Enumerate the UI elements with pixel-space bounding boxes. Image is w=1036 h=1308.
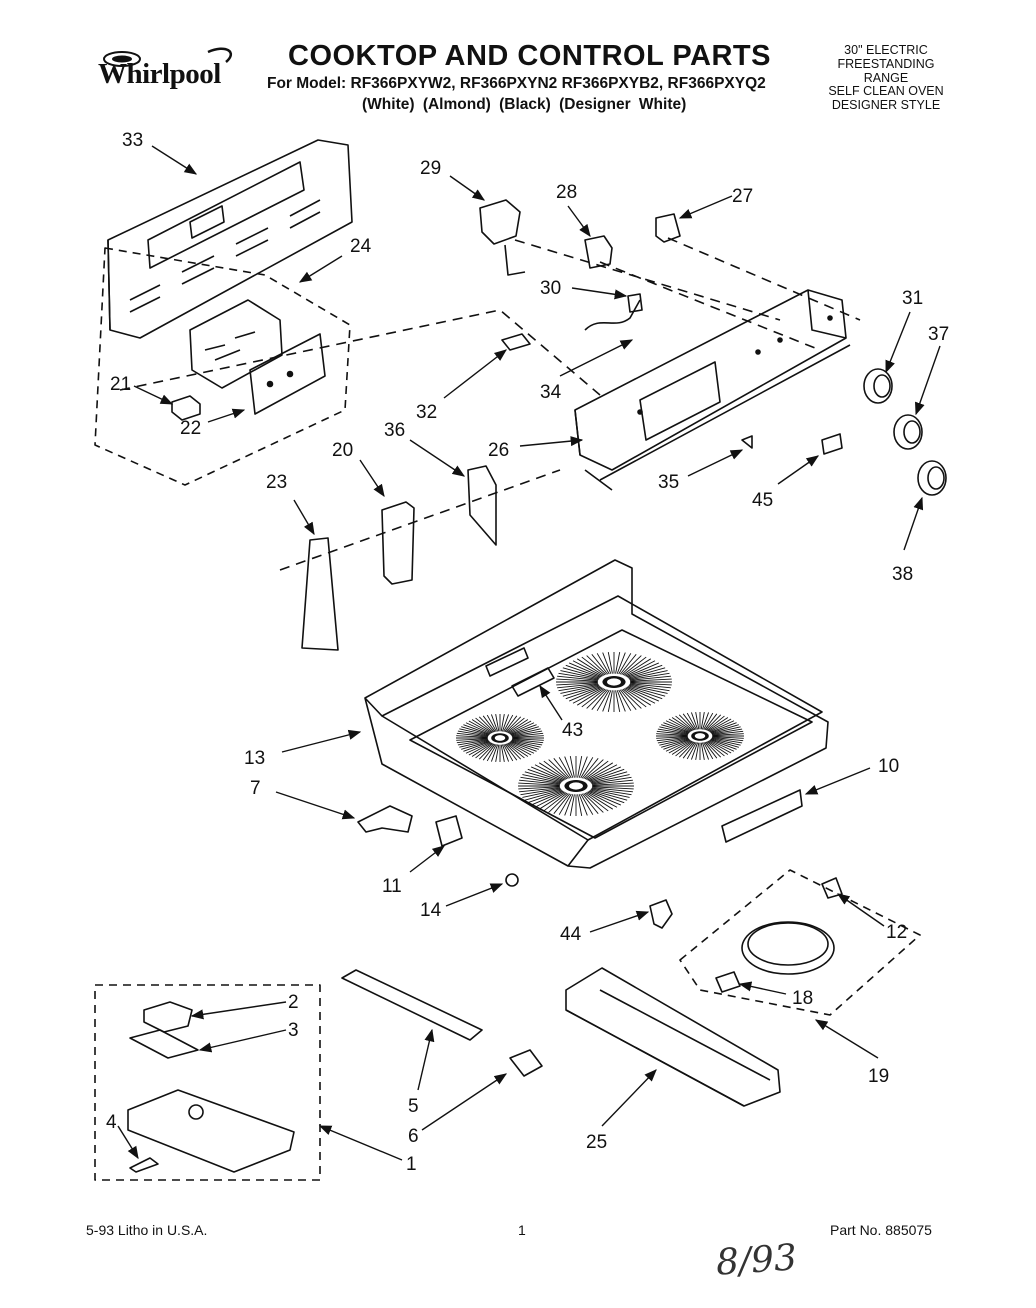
callout-37: 37 [928,324,949,345]
callout-36: 36 [384,420,405,441]
callout-labels: 33 24 21 22 23 20 36 29 28 27 30 34 32 2… [106,130,949,1175]
callout-32: 32 [416,402,437,423]
callout-22: 22 [180,418,201,439]
side-bracket-part [301,537,339,651]
clip-part [171,395,201,421]
callout-11: 11 [382,876,402,897]
knob-31-part [863,368,893,404]
bracket-36-part [467,465,497,546]
callout-28: 28 [556,182,577,203]
callout-19: 19 [868,1066,889,1087]
callout-26: 26 [488,440,509,461]
color-line: (White) (Almond) (Black) (Designer White… [362,96,687,113]
part-2 [143,1001,193,1033]
bracket-7-part [357,805,413,833]
spec-line: DESIGNER STYLE [831,98,941,113]
part-3 [129,1029,199,1059]
handwritten-date: 8/93 [714,1237,799,1284]
callout-33: 33 [122,130,143,151]
callout-6: 6 [408,1126,419,1147]
end-cap-part [381,501,415,585]
callout-38: 38 [892,564,913,585]
callout-34: 34 [540,382,562,403]
callout-2: 2 [288,992,299,1013]
block-6-part [509,1049,543,1077]
light-45-part [821,433,843,455]
trim-10-part [721,789,803,843]
callout-45: 45 [752,490,773,511]
spec-line: FREESTANDING [837,56,935,71]
callout-18: 18 [792,988,813,1009]
page-title: COOKTOP AND CONTROL PARTS [288,40,771,72]
knob-38-part [917,460,947,496]
dashed-group-24 [94,247,351,486]
callout-25: 25 [586,1132,607,1153]
knob-37-part [893,414,923,450]
callout-24: 24 [350,236,372,257]
callout-35: 35 [658,472,679,493]
bumper-11-part [435,815,463,847]
element-18-part [715,921,835,993]
rail-25-part [565,967,781,1107]
callout-12: 12 [886,922,907,943]
litho-note: 5-93 Litho in U.S.A. [86,1222,208,1238]
cooktop-part [364,559,829,869]
whirlpool-logo [103,47,233,67]
indicator-35-part [741,435,753,449]
callout-20: 20 [332,440,353,461]
callout-13: 13 [244,748,265,769]
control-board-1-part [127,1089,295,1173]
callout-5: 5 [408,1096,419,1117]
brace-5-part [341,969,483,1041]
callout-27: 27 [732,186,753,207]
switch-27-part [655,213,681,243]
callout-1: 1 [406,1154,417,1175]
spec-line: SELF CLEAN OVEN [828,84,944,99]
page-number: 1 [518,1222,526,1238]
part-4 [129,1157,159,1173]
selector-switch-part [189,299,283,389]
callout-4: 4 [106,1112,117,1133]
callout-30: 30 [540,278,561,299]
burner-starburst [518,756,634,816]
burner-starburst [656,712,744,760]
callout-21: 21 [110,374,131,395]
callout-7: 7 [250,778,261,799]
trim-43-part [511,667,555,697]
spec-line: 30" ELECTRIC [844,43,928,57]
burner-starburst [456,714,544,762]
clip-32-part [501,333,531,351]
callout-14: 14 [420,900,442,921]
callout-31: 31 [902,288,923,309]
callout-10: 10 [878,756,899,777]
spec-line: RANGE [863,70,909,85]
callout-3: 3 [288,1020,299,1041]
brand-logo-text: Whirlpool [98,58,221,90]
control-panel-part [574,289,851,491]
appliance-spec-block: 30" ELECTRIC FREESTANDING RANGE SELF CLE… [812,43,960,113]
back-panel-part [107,139,353,339]
callout-23: 23 [266,472,287,493]
switch-29-part [479,199,521,245]
screw-14-part [505,873,519,887]
clip-44-part [649,899,673,929]
leader-lines [117,145,941,1161]
burner-starburst [556,652,672,712]
mounting-plate-part [249,333,326,415]
model-line: For Model: RF366PXYW2, RF366PXYN2 RF366P… [267,75,766,92]
part-number: Part No. 885075 [830,1222,932,1238]
callout-43: 43 [562,720,583,741]
radiant-burners [456,652,744,816]
wire-harness-part [584,299,641,331]
callout-44: 44 [560,924,582,945]
relay-28-part [584,235,613,269]
callout-29: 29 [420,158,441,179]
